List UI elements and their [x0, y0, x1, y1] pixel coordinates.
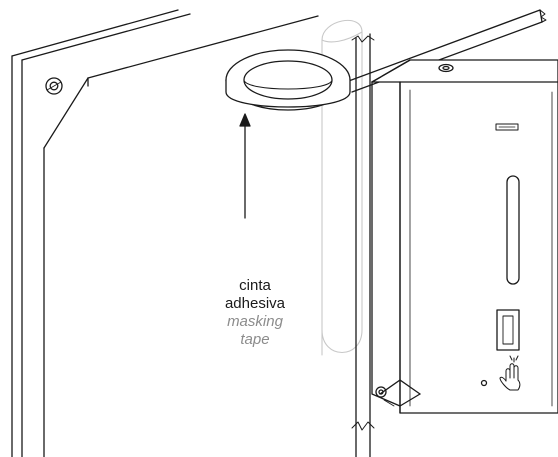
label-tape: tape: [240, 331, 270, 348]
sensor-window: [496, 309, 520, 351]
wall-panel: [11, 9, 319, 457]
label-masking: masking: [227, 313, 283, 330]
led-indicator-icon: [480, 379, 488, 387]
masking-tape-roll: [225, 49, 351, 111]
brand-badge-icon: [495, 123, 519, 131]
hand-under-dispenser-icon: [499, 355, 521, 391]
label-cinta: cinta: [239, 277, 271, 294]
wall-screw-icon: [45, 77, 63, 95]
level-window: [506, 175, 520, 285]
label-adhesiva: adhesiva: [224, 295, 286, 312]
soap-dispenser: [371, 59, 558, 414]
leader-arrow: [239, 113, 251, 219]
mounting-post: [351, 33, 375, 457]
side-screw-icon: [375, 386, 387, 398]
